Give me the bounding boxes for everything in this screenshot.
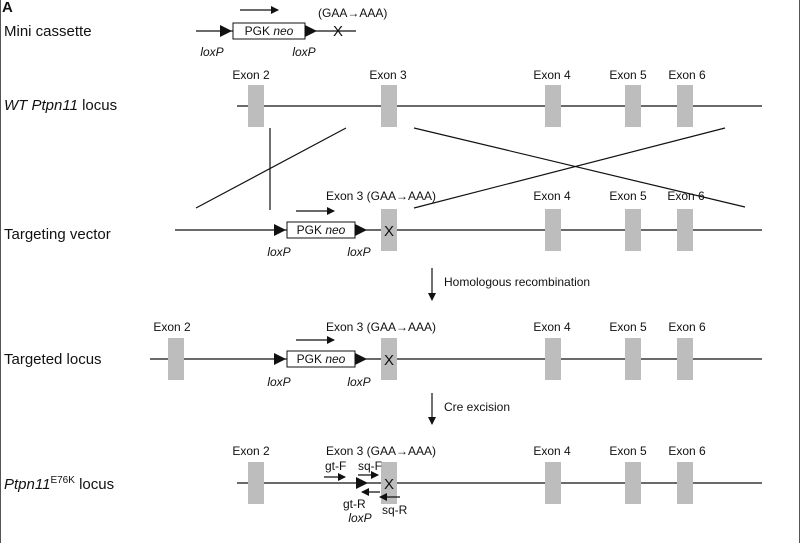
tl-exon5 bbox=[625, 338, 641, 380]
wt-exon3 bbox=[381, 85, 397, 127]
e76k-label-sup: E76K bbox=[50, 475, 75, 486]
cre-label: Cre excision bbox=[444, 400, 510, 414]
mini-mutation-x: X bbox=[333, 23, 343, 40]
e76k-exon3-label: Exon 3 (GAA→AAA) bbox=[326, 444, 436, 458]
e76k-exon6 bbox=[677, 462, 693, 504]
wt-exon6-label: Exon 6 bbox=[668, 68, 706, 82]
tv-loxp-right: loxP bbox=[347, 245, 370, 259]
tl-loxp-right: loxP bbox=[347, 375, 370, 389]
tv-exon4 bbox=[545, 209, 561, 251]
mini-loxp-left: loxP bbox=[200, 45, 223, 59]
tl-pgk: PGK bbox=[297, 352, 326, 366]
tv-loxp-left-triangle bbox=[274, 224, 286, 236]
e76k-exon2-label: Exon 2 bbox=[232, 444, 270, 458]
e76k-exon4 bbox=[545, 462, 561, 504]
tv-pgk: PGK bbox=[297, 223, 326, 237]
crossover-right-diagonal-2 bbox=[413, 127, 726, 209]
mini-pgk-neo-text: PGK neo bbox=[245, 24, 294, 38]
e76k-label-rest: locus bbox=[75, 476, 114, 493]
tl-loxp-left-triangle bbox=[274, 353, 286, 365]
tv-pgk-neo-text: PGK neo bbox=[297, 223, 346, 237]
mini-loxp-right: loxP bbox=[292, 45, 315, 59]
tv-exon4-label: Exon 4 bbox=[533, 189, 571, 203]
tl-exon2 bbox=[168, 338, 184, 380]
panel-letter: A bbox=[2, 0, 13, 16]
wt-exon4 bbox=[545, 85, 561, 127]
tl-neo: neo bbox=[325, 352, 345, 366]
gt-f-label: gt-F bbox=[325, 459, 346, 473]
wt-exon4-label: Exon 4 bbox=[533, 68, 571, 82]
tl-exon4 bbox=[545, 338, 561, 380]
tv-mutation-x: X bbox=[384, 223, 394, 240]
crossover-right-diagonal-1 bbox=[413, 127, 746, 208]
e76k-label-italic: Ptpn11 bbox=[4, 476, 50, 493]
tl-pgk-neo-text: PGK neo bbox=[297, 352, 346, 366]
sq-f-label: sq-F bbox=[358, 459, 382, 473]
gt-r-label: gt-R bbox=[343, 497, 366, 511]
wt-exon2 bbox=[248, 85, 264, 127]
wt-locus-label: WT Ptpn11 locus bbox=[4, 97, 117, 114]
e76k-locus-label: Ptpn11E76K locus bbox=[4, 475, 114, 493]
e76k-exon6-label: Exon 6 bbox=[668, 444, 706, 458]
tl-exon2-label: Exon 2 bbox=[153, 320, 191, 334]
mini-cassette-label: Mini cassette bbox=[4, 23, 92, 40]
mini-neo: neo bbox=[273, 24, 293, 38]
e76k-loxp-triangle bbox=[356, 477, 368, 489]
tl-exon4-label: Exon 4 bbox=[533, 320, 571, 334]
tv-exon6-label: Exon 6 bbox=[667, 189, 705, 203]
targeted-locus-label: Targeted locus bbox=[4, 351, 102, 368]
tl-exon6 bbox=[677, 338, 693, 380]
tv-exon5 bbox=[625, 209, 641, 251]
e76k-exon5-label: Exon 5 bbox=[609, 444, 647, 458]
homologous-label: Homologous recombination bbox=[444, 275, 590, 289]
e76k-mutation-x: X bbox=[384, 476, 394, 493]
tv-exon3-label: Exon 3 (GAA→AAA) bbox=[326, 189, 436, 203]
tl-exon3 bbox=[381, 338, 397, 380]
tl-exon3-label: Exon 3 (GAA→AAA) bbox=[326, 320, 436, 334]
targeting-vector-label: Targeting vector bbox=[4, 226, 111, 243]
wt-exon5-label: Exon 5 bbox=[609, 68, 647, 82]
mini-mutation-text: (GAA→AAA) bbox=[318, 6, 387, 20]
wt-exon2-label: Exon 2 bbox=[232, 68, 270, 82]
tl-exon6-label: Exon 6 bbox=[668, 320, 706, 334]
e76k-exon4-label: Exon 4 bbox=[533, 444, 571, 458]
tl-mutation-x: X bbox=[384, 352, 394, 369]
e76k-exon2 bbox=[248, 462, 264, 504]
tv-exon3 bbox=[381, 209, 397, 251]
tv-exon6 bbox=[677, 209, 693, 251]
wt-label-italic: WT Ptpn11 bbox=[4, 97, 78, 114]
tv-neo: neo bbox=[325, 223, 345, 237]
tl-exon5-label: Exon 5 bbox=[609, 320, 647, 334]
wt-exon5 bbox=[625, 85, 641, 127]
mini-pgk: PGK bbox=[245, 24, 274, 38]
sq-r-label: sq-R bbox=[382, 503, 408, 517]
crossover-left-diagonal bbox=[195, 127, 347, 209]
e76k-loxp-label: loxP bbox=[348, 511, 371, 525]
wt-label-rest: locus bbox=[78, 97, 117, 114]
e76k-exon5 bbox=[625, 462, 641, 504]
tv-loxp-right-triangle bbox=[355, 224, 367, 236]
mini-loxp-left-triangle bbox=[220, 25, 232, 37]
tv-loxp-left: loxP bbox=[267, 245, 290, 259]
tl-loxp-right-triangle bbox=[355, 353, 367, 365]
wt-exon3-label: Exon 3 bbox=[369, 68, 407, 82]
wt-exon6 bbox=[677, 85, 693, 127]
tv-exon5-label: Exon 5 bbox=[609, 189, 647, 203]
mini-loxp-right-triangle bbox=[305, 25, 317, 37]
tl-loxp-left: loxP bbox=[267, 375, 290, 389]
